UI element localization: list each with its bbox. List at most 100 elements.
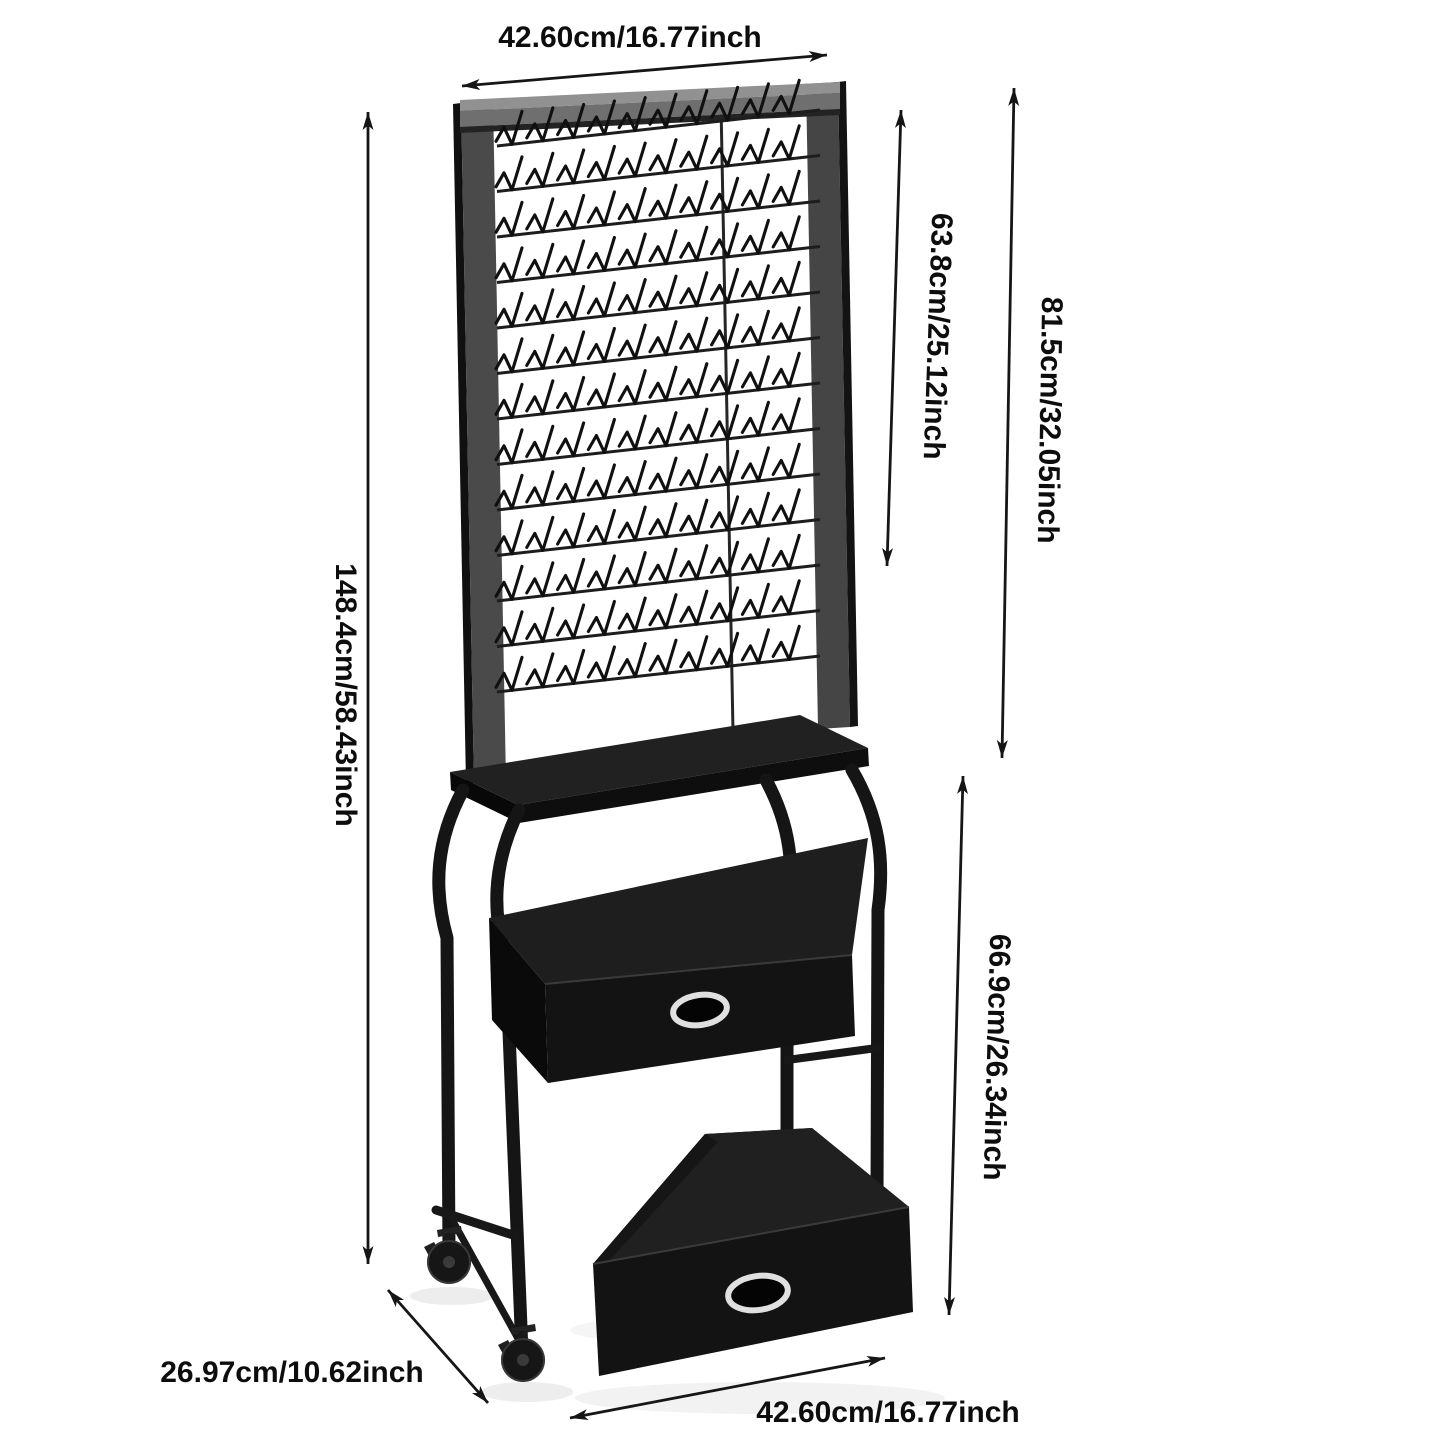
dim-label-pegboard-height: 81.5cm/32.05inch [1031, 296, 1068, 543]
thread-hook [771, 78, 801, 115]
thread-hook [740, 355, 770, 392]
casters [424, 1226, 545, 1382]
thread-hook [525, 106, 555, 143]
hook-row-bar [496, 108, 821, 148]
thread-hook [586, 99, 616, 136]
thread-hook [556, 193, 586, 231]
dim-label-total-height: 148.4cm/58.43inch [329, 563, 362, 827]
lower-drawer [592, 1128, 913, 1376]
lower-drawer-interior-shade [593, 1134, 718, 1264]
left-diagonal-brace [445, 1210, 525, 1348]
thread-hook [679, 225, 709, 262]
thread-hook [617, 414, 647, 451]
thread-hook [494, 610, 524, 647]
thread-hook [586, 463, 616, 500]
thread-hook [679, 589, 709, 626]
thread-hook [556, 330, 586, 367]
thread-hook [710, 358, 740, 395]
thread-hook [648, 456, 678, 493]
thread-hook [648, 638, 678, 675]
thread-hook [617, 96, 647, 133]
thread-hook [710, 449, 740, 486]
thread-hook [586, 645, 616, 682]
thread-hook [679, 362, 709, 399]
thread-hook [710, 495, 740, 532]
upper-drawer [489, 838, 868, 1083]
hook-row-bar [496, 290, 821, 330]
thread-hook [494, 564, 524, 601]
dim-arrow-top-width [461, 51, 828, 90]
thread-hook [617, 232, 647, 269]
thread-hook [740, 400, 770, 437]
hook-row-bar [496, 336, 821, 375]
lower-drawer-handle [725, 1272, 791, 1314]
thread-hook [740, 264, 770, 301]
thread-hook [494, 428, 524, 465]
thread-hook [525, 242, 555, 279]
thread-hook [556, 466, 586, 504]
thread-hook [586, 508, 616, 546]
thread-hook [525, 606, 555, 643]
thread-hook [710, 222, 740, 259]
pegboard-right-rail-edge [838, 81, 858, 727]
thread-hook [648, 138, 678, 175]
thread-hook [648, 229, 678, 266]
thread-hook [648, 411, 678, 448]
hook-row-bar [496, 609, 821, 648]
pegboard-right-rail [806, 82, 850, 729]
table-top [450, 715, 869, 823]
thread-hook [586, 372, 616, 409]
right-side-bar [783, 1044, 881, 1064]
thread-hook [771, 533, 801, 570]
hook-row-bar [496, 518, 821, 557]
thread-hook [710, 631, 740, 668]
dim-arrow-cart-height [943, 775, 969, 1316]
thread-hook [771, 397, 801, 434]
pegboard-hooks [494, 78, 821, 694]
upper-drawer-left-face [489, 918, 548, 1083]
table-top-front-edge [518, 748, 869, 823]
caster-wheel-front-left [498, 1324, 545, 1382]
thread-hook [525, 652, 555, 689]
thread-hook [740, 537, 770, 574]
thread-hook [710, 586, 740, 623]
thread-hook [710, 85, 740, 122]
hook-row-bar [496, 563, 821, 603]
hook-row-bar [496, 154, 821, 193]
thread-hook [679, 271, 709, 308]
thread-hook [648, 547, 678, 584]
thread-hook [740, 491, 770, 528]
thread-hook [771, 351, 801, 388]
thread-hook [740, 628, 770, 665]
thread-hook [525, 151, 555, 188]
thread-hook [494, 246, 524, 283]
thread-hook [740, 582, 770, 619]
pegboard-panel [453, 78, 858, 784]
thread-hook [525, 379, 555, 416]
thread-hook [617, 323, 647, 360]
thread-hook [494, 109, 524, 146]
thread-hook [648, 274, 678, 311]
thread-hook [771, 260, 801, 297]
thread-hook [740, 309, 770, 346]
table-top-left-edge [450, 772, 519, 823]
thread-hook [771, 624, 801, 661]
dim-label-depth: 26.97cm/10.62inch [160, 1356, 424, 1389]
thread-hook [494, 473, 524, 510]
thread-hook [648, 183, 678, 220]
thread-hook [710, 267, 740, 304]
thread-hook [556, 284, 586, 322]
thread-hook [710, 313, 740, 350]
thread-hook [771, 579, 801, 616]
thread-hook [494, 337, 524, 374]
thread-hook [710, 540, 740, 577]
thread-hook [740, 82, 770, 119]
thread-hook [525, 288, 555, 325]
thread-hook [617, 369, 647, 406]
thread-hook [494, 519, 524, 556]
thread-hook [556, 512, 586, 549]
thread-hook [771, 169, 801, 206]
thread-hook [648, 593, 678, 630]
dim-label-hook-area-height: 63.8cm/25.12inch [917, 212, 959, 460]
thread-hook [679, 407, 709, 444]
